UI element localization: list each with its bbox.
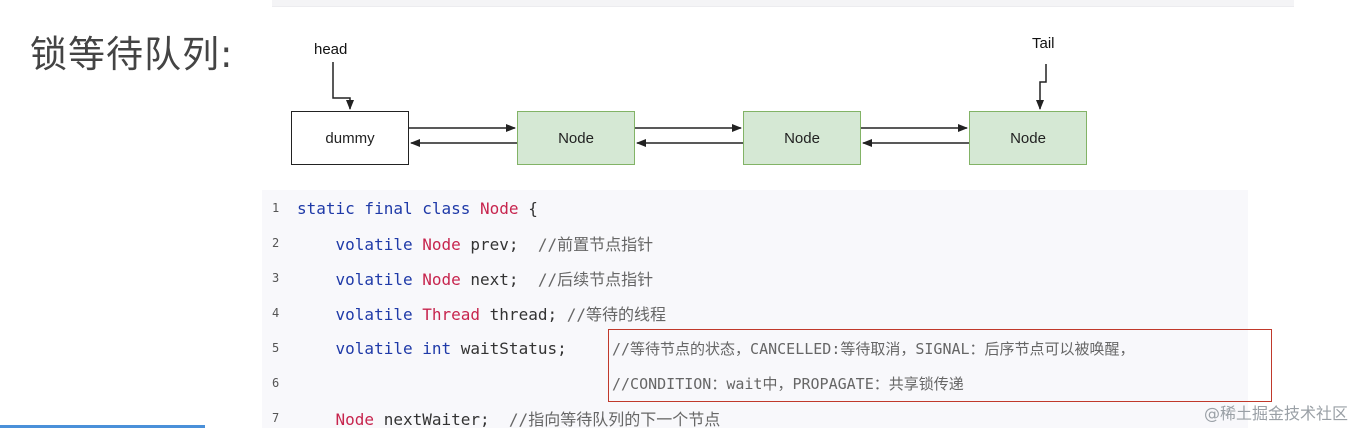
- code-token: //指向等待队列的下一个节点: [508, 410, 721, 429]
- dummy-node: dummy: [291, 111, 409, 165]
- code-token: //后续节点指针: [537, 270, 654, 289]
- line-number: 6: [272, 376, 280, 390]
- code-token: nextWaiter;: [374, 410, 509, 429]
- code-token: Thread: [422, 305, 481, 324]
- code-text: Node nextWaiter; //指向等待队列的下一个节点: [297, 406, 721, 430]
- line-number: 1: [272, 201, 280, 215]
- code-line: 4 volatile Thread thread; //等待的线程: [262, 296, 1248, 330]
- code-token: [297, 339, 336, 358]
- line-number: 3: [272, 271, 280, 285]
- slide-title: 锁等待队列:: [30, 33, 234, 76]
- code-token: //前置节点指针: [537, 235, 654, 254]
- watermark: @稀土掘金技术社区: [1203, 404, 1348, 423]
- code-token: {: [518, 198, 538, 218]
- code-token: [297, 305, 336, 324]
- queue-node-2: Node: [743, 111, 861, 165]
- code-token: //等待的线程: [566, 305, 667, 324]
- top-strip: [272, 0, 1294, 7]
- code-text: volatile Node next; //后续节点指针: [297, 266, 654, 290]
- queue-node-1: Node: [517, 111, 635, 165]
- queue-node-3: Node: [969, 111, 1087, 165]
- code-token: Node: [422, 270, 461, 289]
- status-highlight-box: [608, 329, 1272, 402]
- line-number: 2: [272, 236, 280, 250]
- tail-pointer-arrow: [1036, 64, 1047, 110]
- code-text: volatile Thread thread; //等待的线程: [297, 301, 666, 325]
- code-line: 1 static final class Node {: [262, 191, 1248, 225]
- code-token: next;: [460, 270, 538, 289]
- code-text: static final class Node {: [297, 199, 538, 218]
- code-token: Node: [480, 198, 519, 218]
- code-token: thread;: [480, 305, 567, 324]
- line-number: 7: [272, 411, 280, 425]
- status-comment-line-2: //CONDITION：wait中，PROPAGATE：共享锁传递: [612, 375, 964, 393]
- code-token: Node: [335, 410, 375, 429]
- code-line: 3 volatile Node next; //后续节点指针: [262, 261, 1248, 295]
- head-label: head: [314, 41, 348, 58]
- code-token: [297, 270, 336, 289]
- tail-label: Tail: [1032, 35, 1055, 52]
- code-text: volatile Node prev; //前置节点指针: [297, 231, 654, 255]
- code-token: volatile: [335, 305, 423, 324]
- status-comment-line-1: //等待节点的状态，CANCELLED:等待取消，SIGNAL：后序节点可以被唤…: [612, 340, 1135, 358]
- line-number: 5: [272, 341, 280, 355]
- code-line: 6: [262, 366, 1248, 400]
- code-token: prev;: [460, 235, 538, 254]
- code-token: [297, 410, 336, 429]
- code-token: static final class: [297, 198, 481, 218]
- progress-line: [0, 425, 205, 428]
- code-text: volatile int waitStatus;: [297, 339, 567, 358]
- code-token: [297, 235, 336, 254]
- head-pointer-arrow: [332, 62, 354, 110]
- line-number: 4: [272, 306, 280, 320]
- code-token: volatile: [335, 235, 423, 254]
- code-token: volatile: [335, 270, 423, 289]
- code-line: 5 volatile int waitStatus;: [262, 331, 1248, 365]
- code-line: 7 Node nextWaiter; //指向等待队列的下一个节点: [262, 401, 1248, 435]
- code-token: Node: [422, 235, 461, 254]
- code-token: volatile int: [335, 338, 461, 358]
- code-token: waitStatus;: [460, 338, 567, 358]
- code-line: 2 volatile Node prev; //前置节点指针: [262, 226, 1248, 260]
